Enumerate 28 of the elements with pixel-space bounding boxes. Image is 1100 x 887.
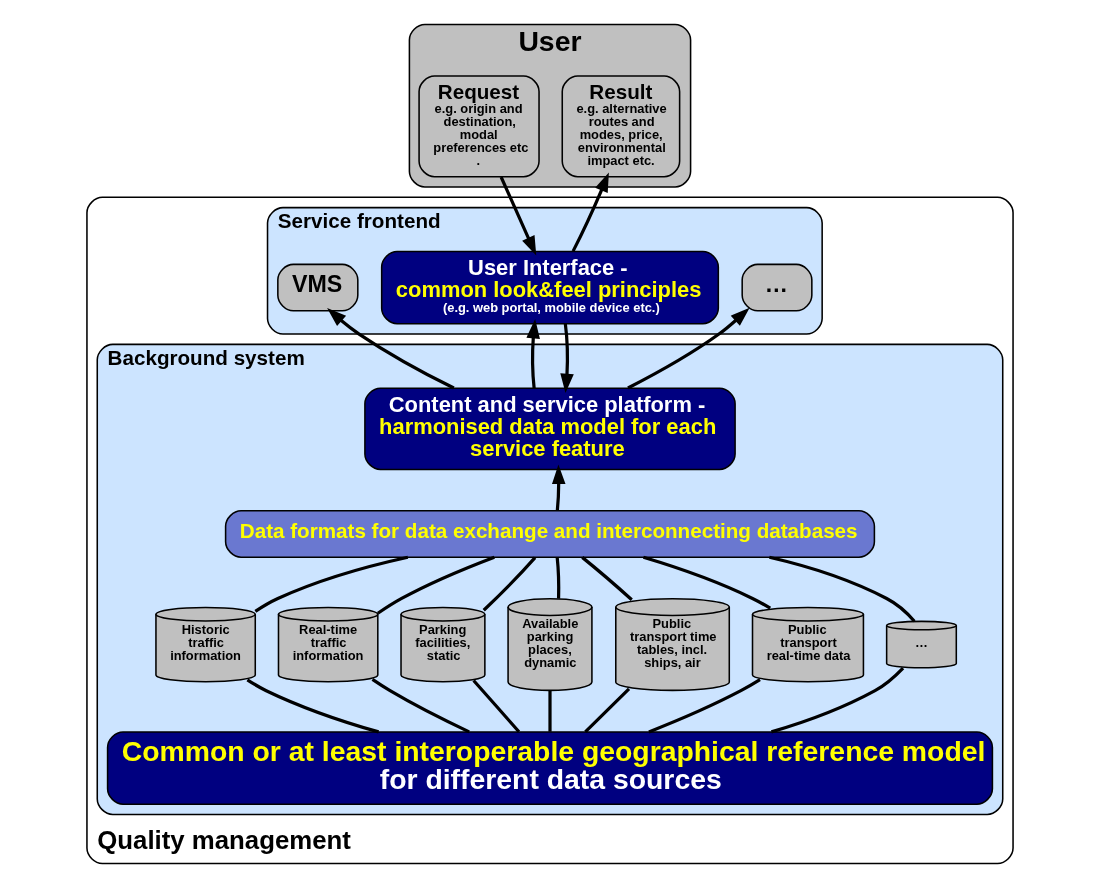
connector (584, 687, 631, 733)
connector (472, 678, 521, 733)
arrow (526, 318, 540, 388)
connector (548, 690, 552, 732)
node-box: Common or at least interoperable geographical reference model for different data sources (106, 730, 994, 805)
node-box: Result e.g. alternative routes and modes, price, environmental impact etc. (561, 74, 681, 177)
arrow (327, 307, 455, 389)
connector (581, 555, 633, 601)
arrow (571, 172, 609, 252)
arrow (627, 307, 750, 389)
connector (642, 555, 772, 610)
connector (770, 666, 905, 733)
node-box: Request e.g. origin and destination, modal preferences etc . (418, 74, 540, 177)
node-box: Content and service platform - harmonised data model for each service feature (364, 386, 736, 470)
connector (769, 555, 916, 622)
connector (555, 557, 561, 599)
connector (254, 555, 409, 613)
node-box: VMS (277, 263, 359, 312)
connector (648, 677, 761, 733)
node-box: … (741, 263, 813, 312)
connector (376, 555, 495, 615)
arrow (551, 464, 566, 510)
node-box: Data formats for data exchange and interconnecting databases (224, 509, 876, 558)
node-box: User Interface - common look&feel principles (e.g. web portal, mobile device etc.) (380, 250, 720, 324)
connector (246, 677, 380, 733)
connector (482, 556, 537, 611)
arrow (560, 323, 574, 393)
connector (371, 677, 470, 733)
